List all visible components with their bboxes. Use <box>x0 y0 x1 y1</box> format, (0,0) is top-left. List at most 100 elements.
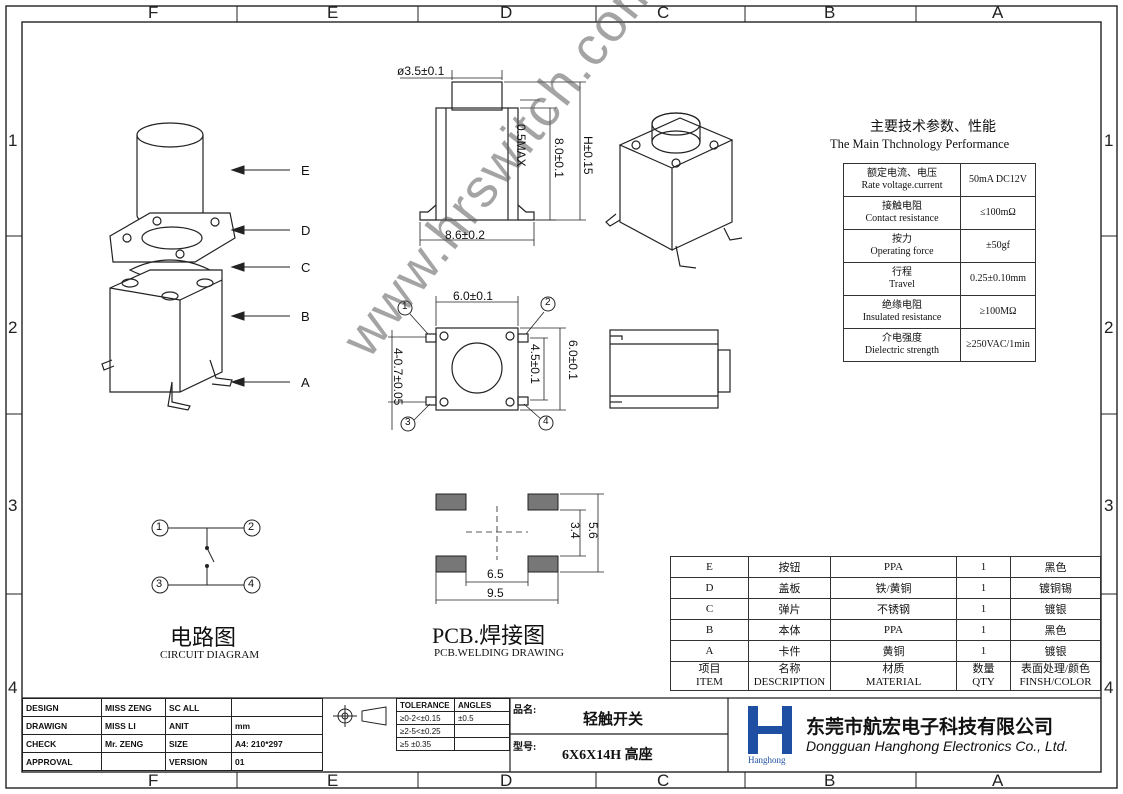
bom-item: D <box>670 577 749 599</box>
circuit-pin-2: 2 <box>248 521 255 533</box>
top-pin-4: 4 <box>543 416 549 427</box>
top-pin-1: 1 <box>402 301 408 312</box>
zone-bottom-d: D <box>500 771 513 790</box>
spec-value: ≤100mΩ <box>960 196 1036 230</box>
spec-value: ≥100MΩ <box>960 295 1036 329</box>
circuit-pin-3: 3 <box>156 578 163 590</box>
tolerance-value: ≥5 ±0.35 <box>396 737 455 751</box>
tb-value: Mr. ZENG <box>101 734 166 753</box>
spec-name-en: Rate voltage.current <box>861 180 943 191</box>
zone-top-f: F <box>148 3 159 22</box>
inner-border <box>21 21 1102 773</box>
front-view <box>419 81 535 221</box>
spec-name-cn: 绝缘电阻 <box>882 300 922 311</box>
tb-key: ANIT <box>165 716 232 735</box>
zone-top-d: D <box>500 3 513 22</box>
zone-left-2: 2 <box>8 318 18 337</box>
bom-material: 不锈钢 <box>830 598 957 620</box>
bom-item: C <box>670 598 749 620</box>
iso-view <box>605 112 743 269</box>
tb-key: DESIGN <box>22 698 102 717</box>
company-name-cn: 东莞市航宏电子科技有限公司 <box>806 716 1054 738</box>
bom-qty: 1 <box>956 640 1011 662</box>
tb-key: APPROVAL <box>22 752 102 771</box>
bom-header-item-cn: 项目 <box>698 663 721 675</box>
pcb-center-lines <box>466 506 528 560</box>
circuit-pin-1: 1 <box>156 521 163 533</box>
spec-value: 0.25±0.10mm <box>960 262 1036 296</box>
spec-name-en: Contact resistance <box>865 213 939 224</box>
bom-header-desc-cn: 名称 <box>778 663 801 675</box>
bom-desc: 弹片 <box>748 598 831 620</box>
dim-max: 0.5MAX <box>514 124 528 167</box>
top-pin-2: 2 <box>545 297 551 308</box>
zone-bottom-c: C <box>657 771 670 790</box>
exploded-label-b: B <box>301 309 310 324</box>
bom-item: E <box>670 556 749 578</box>
bom-header-item-en: ITEM <box>696 676 723 688</box>
bom-item: A <box>670 640 749 662</box>
bom-header-qty-cn: 数量 <box>972 663 995 675</box>
bom-qty: 1 <box>956 577 1011 599</box>
specs-title-en: The Main Thchnology Performance <box>830 137 1010 151</box>
bom-desc: 盖板 <box>748 577 831 599</box>
exploded-label-d: D <box>301 223 311 238</box>
tb-value <box>231 698 323 717</box>
bom-header-mat-cn: 材质 <box>882 663 905 675</box>
bom-desc: 卡件 <box>748 640 831 662</box>
dim-pcb-outer-w: 9.5 <box>487 586 504 600</box>
spec-name-en: Travel <box>889 279 915 290</box>
pcb-dims <box>435 493 604 604</box>
tb-key: VERSION <box>165 752 232 771</box>
zone-bottom-e: E <box>327 771 339 790</box>
zone-left-3: 3 <box>8 496 18 515</box>
tb-value: 01 <box>231 752 323 771</box>
spec-name-en: Operating force <box>870 246 934 257</box>
circuit-pin-4: 4 <box>248 578 255 590</box>
tolerance-value: ≥0-2<±0.15 <box>396 711 455 725</box>
tolerance-value: ≥2-5<±0.25 <box>396 724 455 738</box>
bom-header-desc-en: DESCRIPTION <box>753 676 826 688</box>
zone-top-e: E <box>327 3 339 22</box>
bom-qty: 1 <box>956 619 1011 641</box>
product-name-label: 品名: <box>513 705 537 716</box>
zone-right-3: 3 <box>1104 496 1114 515</box>
dim-pcb-outer-h: 5.6 <box>586 522 600 539</box>
tb-value: MISS LI <box>101 716 166 735</box>
spec-name-en: Insulated resistance <box>862 312 942 323</box>
dim-cap-diameter: ø3.5±0.1 <box>397 64 445 78</box>
zone-bottom-f: F <box>148 771 159 790</box>
top-pin-3: 3 <box>405 417 411 428</box>
circuit-pin-circles <box>151 519 261 594</box>
zone-left-1: 1 <box>8 131 18 150</box>
bom-finish: 镀铜锡 <box>1010 577 1101 599</box>
logo-text: Hanghong <box>748 755 786 765</box>
tb-value: A4: 210*297 <box>231 734 323 753</box>
spec-value: ±50gf <box>960 229 1036 263</box>
company-logo-icon <box>743 704 798 756</box>
spec-value: ≥250VAC/1min <box>960 328 1036 362</box>
tb-value <box>101 752 166 771</box>
top-view-dims <box>388 296 566 430</box>
angle-value: ±0.5 <box>454 711 510 725</box>
front-view-dims <box>400 70 586 246</box>
dim-body: 6.0±0.1 <box>566 340 580 380</box>
bom-material: 铁/黄铜 <box>830 577 957 599</box>
spec-name-cn: 接触电阻 <box>882 201 922 212</box>
zone-right-2: 2 <box>1104 318 1114 337</box>
bom-qty: 1 <box>956 556 1011 578</box>
bom-material: PPA <box>830 619 957 641</box>
circuit-lines <box>167 527 244 586</box>
zone-left-4: 4 <box>8 678 18 697</box>
